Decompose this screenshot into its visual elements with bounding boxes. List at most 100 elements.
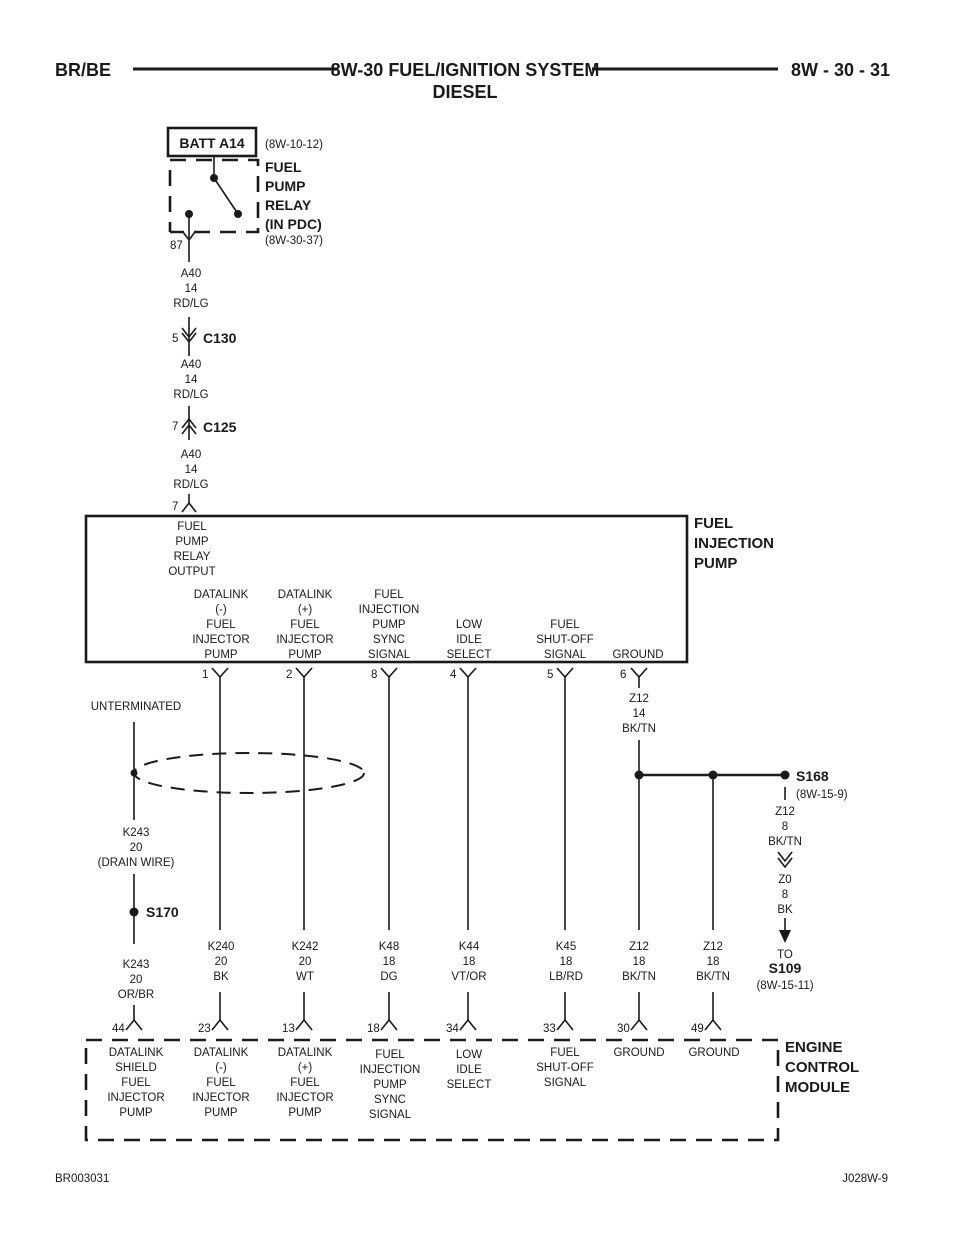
pump-circuit-1-label: DATALINK (-) FUEL INJECTOR PUMP [192,589,249,661]
ecm-box [84,1038,780,1142]
pump-circuit-8-line3: PUMP [372,619,406,631]
ecm-pin-23-label: DATALINK (-) FUEL INJECTOR PUMP [192,1047,249,1119]
feed-wire-1-line3: RD/LG [173,298,208,310]
ecm-pin-34: 34 [446,1023,459,1035]
feed-wire-2-line3: RD/LG [173,389,208,401]
pump-circuit-5-line3: SIGNAL [544,649,587,661]
ecm-name-line3: MODULE [785,1079,850,1096]
pump-pin-1: 1 [202,669,208,681]
pump-circuit-2-label: DATALINK (+) FUEL INJECTOR PUMP [276,589,333,661]
ground-arrow-head [779,930,791,943]
ground-s109-label: S109 [769,960,802,976]
z12-upper-line3: BK/TN [622,723,656,735]
ecm-pin-23: 23 [198,1023,211,1035]
pump-circuit-8-line2: INJECTION [359,604,420,616]
pump-circuit-2-line2: (+) [298,604,313,616]
ecm-wire-1-line3: BK [213,971,229,983]
ecm-wire-1-line2: 20 [215,956,228,968]
feed-wire-3-line2: 14 [185,464,198,476]
pump-circuit-4-line3: SELECT [447,649,492,661]
ecm-pin-18-line1: FUEL [375,1049,405,1061]
ecm-pin-18-label: FUEL INJECTION PUMP SYNC SIGNAL [360,1049,421,1121]
footer-left: BR003031 [55,1173,109,1185]
ecm-wire-5-line2: 18 [560,956,573,968]
splice-s168-ref: (8W-15-9) [796,789,848,801]
ground-z12-line1: Z12 [775,806,795,818]
fuel-pump-relay [168,156,260,242]
ground-splice-dot-1 [634,770,644,780]
pump-pin-4: 4 [450,669,457,681]
ecm-pin-18-line2: INJECTION [360,1064,421,1076]
ecm-pin-18-line5: SIGNAL [369,1109,412,1121]
ecm-wire-3-line3: DG [380,971,397,983]
ecm-pin-49-line1: GROUND [688,1047,739,1059]
feed-wire-1-line1: A40 [181,268,201,280]
pump-output-label-line4: OUTPUT [168,566,215,578]
header-title-line2: DIESEL [432,82,497,102]
pump-circuit-2-line4: INJECTOR [276,634,333,646]
ecm-pin-23-line5: PUMP [204,1107,238,1119]
ground-connector-symbol [777,851,793,869]
shield-ellipse [133,752,365,794]
ecm-name-line2: CONTROL [785,1059,859,1076]
ecm-pin-44-line1: DATALINK [109,1047,164,1059]
ecm-pin-13: 13 [282,1023,295,1035]
ecm-wire-3-line2: 18 [383,956,396,968]
ecm-pin-33-line2: SHUT-OFF [536,1062,594,1074]
pump-output-pin: 7 [172,501,178,513]
feed-wire-3-line1: A40 [181,449,201,461]
feed-wire-1-line2: 14 [185,283,198,295]
pump-circuit-2-line1: DATALINK [278,589,333,601]
pump-circuit-6-line1: GROUND [612,649,663,661]
c125-pin: 7 [172,421,178,433]
circuit-wires [219,677,714,1020]
pump-pin-6: 6 [620,669,626,681]
ecm-pin-44-line5: PUMP [119,1107,153,1119]
k243-lower-line2: 20 [130,974,143,986]
pump-name-line1: FUEL [694,515,733,532]
pump-pin-8: 8 [371,669,377,681]
pump-circuit-8-line1: FUEL [374,589,404,601]
ecm-pin-44-line2: SHIELD [115,1062,157,1074]
ecm-wire-4-line2: 18 [463,956,476,968]
pump-name-line2: INJECTION [694,535,774,552]
ecm-pin-34-label: LOW IDLE SELECT [447,1049,492,1091]
ecm-pin-44: 44 [112,1023,125,1035]
pump-pin-symbols [211,667,648,679]
ecm-pin-13-line1: DATALINK [278,1047,333,1059]
ground-z0-line1: Z0 [778,874,791,886]
ecm-pin-44-line3: FUEL [121,1077,151,1089]
pump-pin-5: 5 [547,669,553,681]
relay-pin: 87 [170,240,183,252]
relay-name-line3: RELAY [265,197,312,213]
ecm-wire-6-line1: Z12 [629,941,649,953]
ecm-wire-5-line1: K45 [556,941,576,953]
batt-label: BATT A14 [179,135,245,151]
pump-name-line3: PUMP [694,555,737,572]
ecm-pin-34-line2: IDLE [456,1064,482,1076]
pump-circuit-5-line2: SHUT-OFF [536,634,594,646]
ecm-name-line1: ENGINE [785,1039,843,1056]
pump-circuit-1-line3: FUEL [206,619,236,631]
ecm-pin-30: 30 [617,1023,630,1035]
ecm-pin-13-line5: PUMP [288,1107,322,1119]
k243-lower-line1: K243 [123,959,150,971]
splice-s170-label: S170 [146,904,179,920]
pump-input-pin-symbol [181,501,197,513]
ecm-pin-30-line1: GROUND [613,1047,664,1059]
pump-circuit-1-line2: (-) [215,604,227,616]
feed-wire-2-line2: 14 [185,374,198,386]
ecm-wire-4-line3: VT/OR [451,971,486,983]
z12-upper-line2: 14 [633,708,646,720]
pump-circuit-5-label: FUEL SHUT-OFF SIGNAL [536,619,594,661]
pump-circuit-2-line3: FUEL [290,619,320,631]
ecm-pin-13-line2: (+) [298,1062,313,1074]
ecm-wire-2-line2: 20 [299,956,312,968]
ecm-wire-7-line2: 18 [707,956,720,968]
batt-ref: (8W-10-12) [265,139,323,151]
ecm-wire-6-line2: 18 [633,956,646,968]
ecm-pin-49: 49 [691,1023,704,1035]
drain-wire-line2: 20 [130,842,143,854]
feed-wire-3-line3: RD/LG [173,479,208,491]
